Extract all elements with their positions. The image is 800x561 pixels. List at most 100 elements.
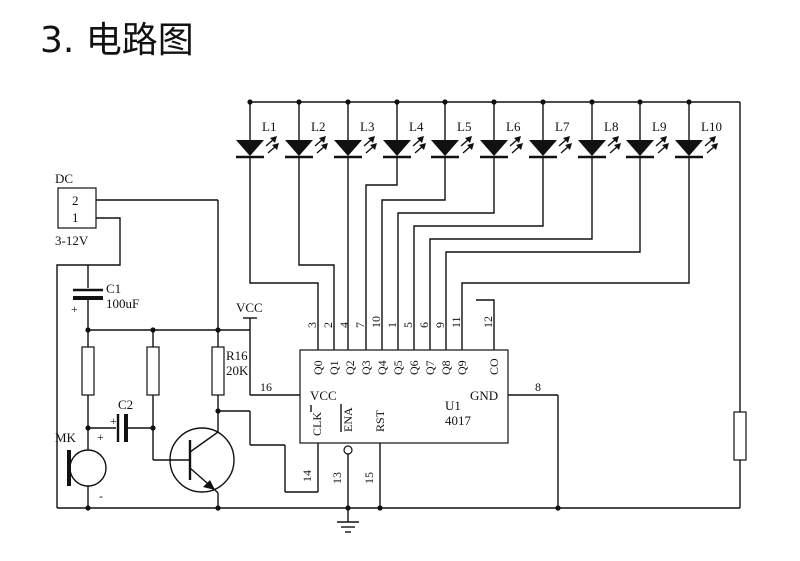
dc-range: 3-12V bbox=[55, 233, 89, 248]
ic-output-pin-number: 1 bbox=[385, 322, 399, 328]
led-light-arrowhead bbox=[272, 143, 279, 150]
ic-gnd-label: GND bbox=[470, 388, 498, 403]
junction-dot bbox=[345, 99, 351, 105]
led-light-arrowhead bbox=[270, 136, 277, 143]
led-label: L6 bbox=[506, 119, 521, 134]
led-symbol bbox=[383, 140, 411, 156]
ic-output-label: Q3 bbox=[359, 360, 373, 375]
dc-pin1-wire bbox=[56, 217, 121, 508]
co-pin-wire bbox=[476, 299, 495, 350]
junction-dot bbox=[540, 99, 546, 105]
led-symbol bbox=[626, 140, 654, 156]
page-title: 3. 电路图 bbox=[40, 20, 194, 61]
led-symbol bbox=[431, 140, 459, 156]
led-symbol bbox=[480, 140, 508, 156]
ic-output-label: Q8 bbox=[439, 360, 453, 375]
led-light-arrowhead bbox=[419, 143, 426, 150]
junction-dot bbox=[85, 505, 91, 511]
led-to-output-wire bbox=[365, 157, 398, 350]
mic-minus: - bbox=[99, 489, 103, 503]
c1-value: 100uF bbox=[106, 296, 139, 311]
ic-clk-label: CLK bbox=[310, 412, 324, 436]
emitter-arrow bbox=[203, 480, 215, 490]
c1-plus: + bbox=[71, 302, 78, 316]
ic-rst-label: RST bbox=[373, 409, 387, 432]
vcc-pin-number: 16 bbox=[260, 380, 272, 394]
junction-dot bbox=[215, 505, 221, 511]
dc-label: DC bbox=[55, 171, 73, 186]
c2-plate-right bbox=[124, 414, 128, 442]
ic-output-pin-number: 7 bbox=[353, 322, 367, 328]
led-to-output-wire bbox=[249, 157, 319, 350]
junction-dot bbox=[85, 425, 91, 431]
microphone-body bbox=[69, 449, 107, 487]
led-light-arrowhead bbox=[368, 136, 375, 143]
junction-dot bbox=[150, 425, 156, 431]
led-label: L10 bbox=[701, 119, 722, 134]
ic-output-pin-number: 5 bbox=[401, 322, 415, 328]
ena-inverter-bubble bbox=[343, 445, 353, 455]
led-light-arrowhead bbox=[516, 143, 523, 150]
ic-output-pin-number: 9 bbox=[433, 322, 447, 328]
led-symbol bbox=[675, 140, 703, 156]
junction-dot bbox=[491, 99, 497, 105]
led-light-arrowhead bbox=[565, 143, 572, 150]
ic-output-label: Q1 bbox=[327, 360, 341, 375]
emitter-join bbox=[214, 489, 219, 494]
ic-output-label: Q0 bbox=[311, 360, 325, 375]
ic-ena-label: ENA bbox=[341, 407, 355, 432]
led-to-output-wire bbox=[461, 157, 690, 350]
junction-dot bbox=[686, 99, 692, 105]
led-symbol bbox=[578, 140, 606, 156]
clk-pin-number: 14 bbox=[300, 470, 314, 482]
vcc-label: VCC bbox=[236, 300, 263, 315]
led-to-output-wire bbox=[381, 157, 446, 350]
ic-output-pin-number: 10 bbox=[369, 316, 383, 328]
led-to-output-wire bbox=[413, 157, 544, 350]
series-resistor bbox=[733, 411, 747, 461]
dc-pin-2: 2 bbox=[72, 193, 79, 208]
junction-dot bbox=[377, 505, 383, 511]
junction-dot bbox=[85, 327, 91, 333]
led-to-output-wire bbox=[397, 157, 495, 350]
led-light-arrowhead bbox=[321, 143, 328, 150]
led-light-arrowhead bbox=[660, 136, 667, 143]
ic-output-pin-number: 2 bbox=[321, 322, 335, 328]
c1-name: C1 bbox=[106, 281, 121, 296]
ic-output-label: Q5 bbox=[391, 360, 405, 375]
c1-plate-bottom bbox=[73, 296, 103, 300]
led-light-arrowhead bbox=[370, 143, 377, 150]
mic-name: MK bbox=[55, 430, 77, 445]
junction-dot bbox=[345, 505, 351, 511]
led-symbol bbox=[236, 140, 264, 156]
ic-output-pin-number: 6 bbox=[417, 322, 431, 328]
junction-dots bbox=[85, 327, 561, 511]
led-light-arrowhead bbox=[709, 136, 716, 143]
led-light-arrowhead bbox=[417, 136, 424, 143]
ic-output-label: Q4 bbox=[375, 360, 389, 375]
junction-dot bbox=[555, 505, 561, 511]
led-light-arrowhead bbox=[612, 136, 619, 143]
ic-part: 4017 bbox=[445, 413, 472, 428]
junction-dot bbox=[589, 99, 595, 105]
led-symbol bbox=[334, 140, 362, 156]
ic-vcc-label: VCC bbox=[310, 388, 337, 403]
rst-pin-number: 15 bbox=[362, 472, 376, 484]
led-light-arrowhead bbox=[662, 143, 669, 150]
ic-output-label: Q6 bbox=[407, 360, 421, 375]
r16-resistor bbox=[211, 346, 225, 396]
r16-value: 20K bbox=[226, 363, 249, 378]
junction-dot bbox=[247, 99, 253, 105]
led-label: L9 bbox=[652, 119, 666, 134]
ic-name: U1 bbox=[445, 398, 461, 413]
led-light-arrowhead bbox=[614, 143, 621, 150]
ic-output-label: CO bbox=[487, 358, 501, 375]
mic-plus: + bbox=[97, 430, 104, 444]
led-light-arrowhead bbox=[465, 136, 472, 143]
mic-bias-resistor bbox=[81, 346, 95, 396]
led-light-arrowhead bbox=[319, 136, 326, 143]
led-label: L1 bbox=[262, 119, 276, 134]
